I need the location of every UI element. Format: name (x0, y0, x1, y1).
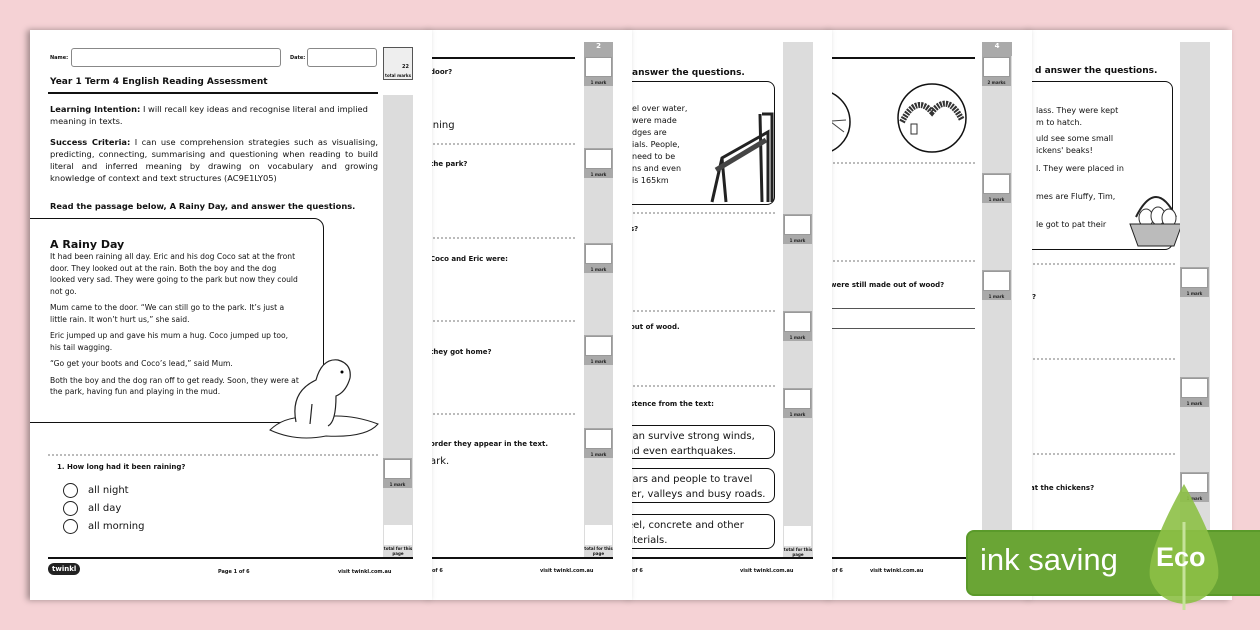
passage-line: l. They were placed in (1036, 164, 1124, 173)
page-number: of 6 (832, 568, 843, 574)
mark-box[interactable]: 1 mark (383, 458, 412, 488)
sentence-option[interactable]: can survive strong winds, nd even earthq… (630, 425, 775, 459)
passage-line: m to hatch. (1036, 118, 1083, 127)
mark-box[interactable]: 1 mark (1180, 377, 1209, 407)
date-label: Date: (290, 55, 306, 61)
page-number-tab: 2 (584, 42, 613, 56)
question-text: at the chickens? (1030, 484, 1095, 492)
bridge-image (710, 112, 774, 203)
page-title: Year 1 Term 4 English Reading Assessment (50, 77, 268, 87)
page-number: Page 1 of 6 (218, 569, 250, 575)
passage-line: were made (632, 116, 677, 125)
instruction: Read the passage below, A Rainy Day, and… (50, 201, 356, 211)
option-radio[interactable] (63, 501, 78, 516)
page-total-box[interactable]: total for this page (783, 525, 813, 557)
passage-line: dges are (632, 128, 667, 137)
passage-box (1030, 81, 1173, 250)
passage-line: el over water, (632, 104, 688, 113)
name-label: Name: (50, 55, 69, 61)
mark-box[interactable]: 1 mark (584, 148, 613, 178)
question-text: ? (1032, 293, 1037, 301)
dog-in-mud-image (269, 359, 379, 439)
page-total-box[interactable]: total for this page (383, 524, 413, 556)
egg-basket-image (1129, 196, 1183, 247)
marks-column (783, 42, 813, 557)
marks-column (982, 42, 1012, 587)
marks-column (584, 42, 613, 557)
question-text: Coco and Eric were: (430, 255, 508, 263)
stone-bridge-image (897, 83, 967, 153)
mark-box[interactable]: 1 mark (584, 428, 613, 458)
site-link[interactable]: visit twinkl.com.au (740, 568, 794, 574)
passage-line: mes are Fluffy, Tim, (1036, 192, 1116, 201)
passage-line: need to be (632, 152, 676, 161)
option-label: all night (88, 485, 129, 496)
sentence-option[interactable]: eel, concrete and other aterials. (630, 514, 775, 549)
option-radio[interactable] (63, 519, 78, 534)
bridge-image (830, 91, 851, 153)
heading: d answer the questions. (1035, 66, 1158, 76)
passage-line: ickens' beaks! (1036, 146, 1093, 155)
leaf-icon (1149, 484, 1219, 610)
question-text: stence from the text: (630, 400, 714, 408)
question-text: they got home? (430, 348, 492, 356)
story-text: It had been raining all day. Eric and hi… (50, 252, 299, 396)
page-2: door? ining the park? Coco and Eric were… (430, 30, 632, 600)
page-1: Name: Date: 22 total marks Year 1 Term 4… (30, 30, 432, 600)
passage-box (630, 81, 775, 205)
question-text: order they appear in the text. (430, 440, 549, 448)
passage-line: uld see some small (1036, 134, 1114, 143)
passage-line: ns and even (632, 164, 682, 173)
question-text: 1. How long had it been raining? (57, 463, 186, 471)
mark-box[interactable]: 1 mark (584, 56, 613, 86)
question-text: door? (430, 68, 453, 76)
twinkl-logo: twinkl (48, 563, 81, 575)
site-link[interactable]: visit twinkl.com.au (870, 568, 924, 574)
success-criteria: Success Criteria: I can use comprehensio… (50, 137, 378, 183)
answer-text: ining (430, 120, 455, 131)
learning-intention: Learning Intention: I will recall key id… (50, 104, 368, 126)
site-link[interactable]: visit twinkl.com.au (338, 569, 392, 575)
answer-text: ark. (430, 456, 450, 467)
badge-text: ink saving (980, 542, 1118, 577)
passage-line: is 165km (632, 176, 669, 185)
total-marks-box: 22 total marks (383, 47, 413, 80)
mark-box[interactable]: 1 mark (584, 243, 613, 273)
question-text: s? (630, 225, 639, 233)
question-text: were still made out of wood? (830, 281, 945, 289)
passage-line: lass. They were kept (1036, 106, 1119, 115)
mark-box[interactable]: 1 mark (584, 335, 613, 365)
mark-box[interactable]: 1 mark (1180, 267, 1209, 297)
mark-box[interactable]: 1 mark (783, 311, 812, 341)
mark-box[interactable]: 1 mark (982, 270, 1011, 300)
mark-box[interactable]: 1 mark (783, 214, 812, 244)
page-number: of 6 (632, 568, 643, 574)
passage-line: ials. People, (632, 140, 680, 149)
option-label: all morning (88, 521, 145, 532)
mark-box[interactable]: 1 mark (982, 173, 1011, 203)
page-number: of 6 (432, 568, 443, 574)
page-total-box[interactable]: total for this page (584, 524, 613, 556)
question-text: the park? (430, 160, 468, 168)
heading: answer the questions. (632, 68, 745, 78)
date-field[interactable] (307, 48, 377, 67)
passage-box (30, 218, 324, 423)
option-radio[interactable] (63, 483, 78, 498)
story-title: A Rainy Day (50, 238, 125, 251)
site-link[interactable]: visit twinkl.com.au (540, 568, 594, 574)
sentence-option[interactable]: cars and people to travel ter, valleys a… (630, 468, 775, 503)
page-4: were still made out of wood? 4 2 marks 1… (830, 30, 1032, 600)
eco-label: Eco (1156, 542, 1206, 572)
option-label: all day (88, 503, 122, 514)
question-text: out of wood. (630, 323, 680, 331)
page-number-tab: 4 (982, 42, 1012, 56)
page-3: answer the questions. el over water, wer… (630, 30, 832, 600)
mark-box[interactable]: 2 marks (982, 56, 1011, 86)
mark-box[interactable]: 1 mark (783, 388, 812, 418)
name-field[interactable] (71, 48, 281, 67)
passage-line: le got to pat their (1036, 220, 1107, 229)
